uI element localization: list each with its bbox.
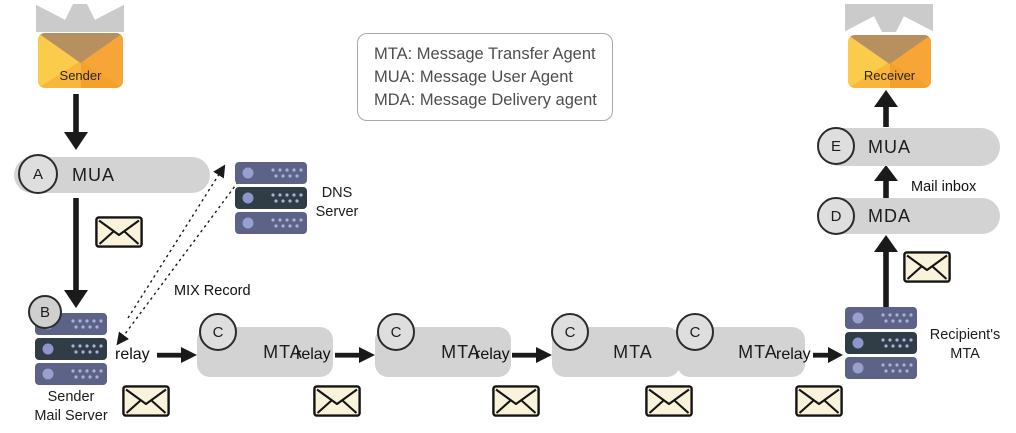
relay-label-4: relay — [776, 346, 811, 363]
mail-envelope-icon — [122, 385, 170, 417]
mail-inbox-label: Mail inbox — [911, 179, 977, 195]
relay-label-3: relay — [475, 346, 510, 363]
arrow-relay-2 — [335, 347, 375, 363]
sender-label: Sender — [59, 68, 102, 83]
node-mta-4-label: MTA — [738, 341, 778, 362]
outgoing-arrows-icon — [36, 4, 124, 32]
arrow-sender-to-mua — [64, 94, 88, 150]
arrow-mua-to-mailserver — [64, 198, 88, 308]
incoming-arrows-icon — [845, 4, 933, 32]
mail-envelope-icon — [492, 385, 540, 417]
badge-c3: C — [551, 313, 589, 351]
legend-line-mua: MUA: Message User Agent — [374, 68, 573, 86]
relay-label-1: relay — [115, 346, 150, 363]
badge-c2: C — [377, 313, 415, 351]
mail-envelope-icon — [645, 385, 693, 417]
badge-d: D — [817, 197, 855, 235]
badge-e: E — [817, 127, 855, 165]
node-mta-3-label: MTA — [613, 341, 653, 362]
receiver-label: Receiver — [863, 68, 916, 83]
arrow-server-to-mda — [874, 235, 898, 308]
node-mda-label: MDA — [868, 205, 911, 226]
node-mta-2-label: MTA — [441, 341, 481, 362]
arrow-mua-to-receiver — [874, 90, 898, 127]
badge-b: B — [28, 295, 62, 329]
mail-envelope-icon — [795, 385, 843, 417]
badge-c4: C — [676, 313, 714, 351]
arrow-mda-to-mua — [874, 165, 898, 199]
arrow-relay-3 — [512, 347, 552, 363]
mix-record-label: MIX Record — [174, 283, 251, 299]
node-mua-e-label: MUA — [868, 136, 911, 157]
recipients-mta-label: Recipient's MTA — [929, 327, 1001, 363]
dns-server-icon — [235, 162, 307, 234]
node-mta-1-label: MTA — [263, 341, 303, 362]
relay-label-2: relay — [296, 346, 331, 363]
mail-envelope-icon — [903, 251, 951, 283]
dns-server-label: DNS Server — [315, 185, 359, 221]
recipients-mta-server-icon — [845, 307, 917, 379]
badge-c1: C — [199, 313, 237, 351]
arrow-relay-4 — [813, 347, 843, 363]
badge-a: A — [18, 154, 58, 194]
legend-line-mta: MTA: Message Transfer Agent — [374, 45, 596, 63]
node-mua-a-label: MUA — [72, 164, 115, 185]
arrow-relay-1 — [157, 347, 197, 363]
mail-envelope-icon — [95, 216, 143, 248]
mail-envelope-icon — [313, 385, 361, 417]
sender-envelope-icon: Sender — [38, 33, 123, 88]
node-mta-4: MTA — [677, 327, 805, 377]
legend-line-mda: MDA: Message Delivery agent — [374, 91, 597, 109]
legend-box: MTA: Message Transfer Agent MUA: Message… — [357, 33, 613, 121]
sender-mail-server-label: Sender Mail Server — [34, 389, 108, 425]
receiver-envelope-icon: Receiver — [848, 35, 931, 88]
